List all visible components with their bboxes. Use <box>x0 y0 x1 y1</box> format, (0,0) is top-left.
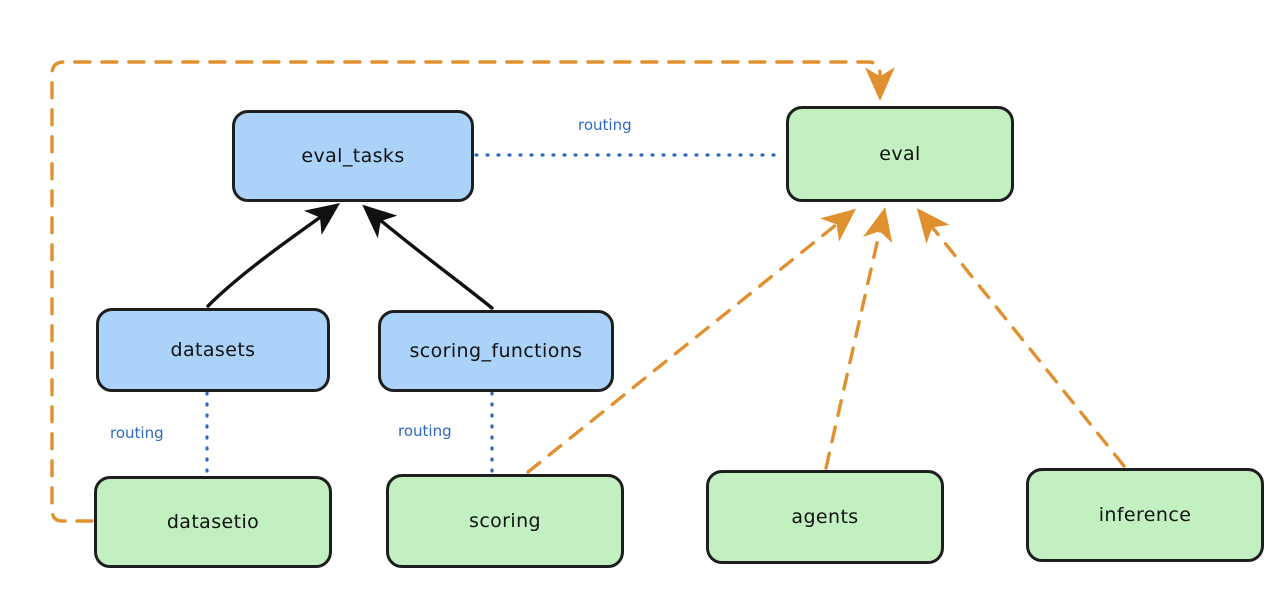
node-datasets[interactable]: datasets <box>96 308 330 392</box>
edge-datasets-to-eval-tasks <box>206 203 341 308</box>
edge-label-routing-datasets: routing <box>110 424 164 442</box>
node-label-scoring: scoring <box>469 510 541 532</box>
node-scoring[interactable]: scoring <box>386 474 624 568</box>
node-label-eval: eval <box>879 143 921 165</box>
node-label-eval-tasks: eval_tasks <box>301 145 405 167</box>
node-label-agents: agents <box>791 506 859 528</box>
node-datasetio[interactable]: datasetio <box>94 476 332 568</box>
edge-label-routing-scoring: routing <box>398 422 452 440</box>
edge-datasetio-to-eval-dependency <box>50 60 895 523</box>
node-eval[interactable]: eval <box>786 106 1014 202</box>
node-agents[interactable]: agents <box>706 470 944 564</box>
node-label-inference: inference <box>1098 504 1192 526</box>
node-eval-tasks[interactable]: eval_tasks <box>232 110 474 202</box>
node-label-datasets: datasets <box>170 339 256 361</box>
edge-label-routing-eval-tasks-eval: routing <box>578 116 632 134</box>
edge-agents-to-eval-dependency <box>824 207 893 470</box>
node-scoring-functions[interactable]: scoring_functions <box>378 310 614 392</box>
edge-scoring-to-eval-dependency <box>526 208 856 474</box>
node-label-scoring-functions: scoring_functions <box>409 340 583 362</box>
node-label-datasetio: datasetio <box>166 511 260 533</box>
edge-scoring-functions-to-eval-tasks <box>362 204 494 310</box>
node-inference[interactable]: inference <box>1026 468 1264 562</box>
edge-inference-to-eval-dependency <box>916 208 1126 468</box>
